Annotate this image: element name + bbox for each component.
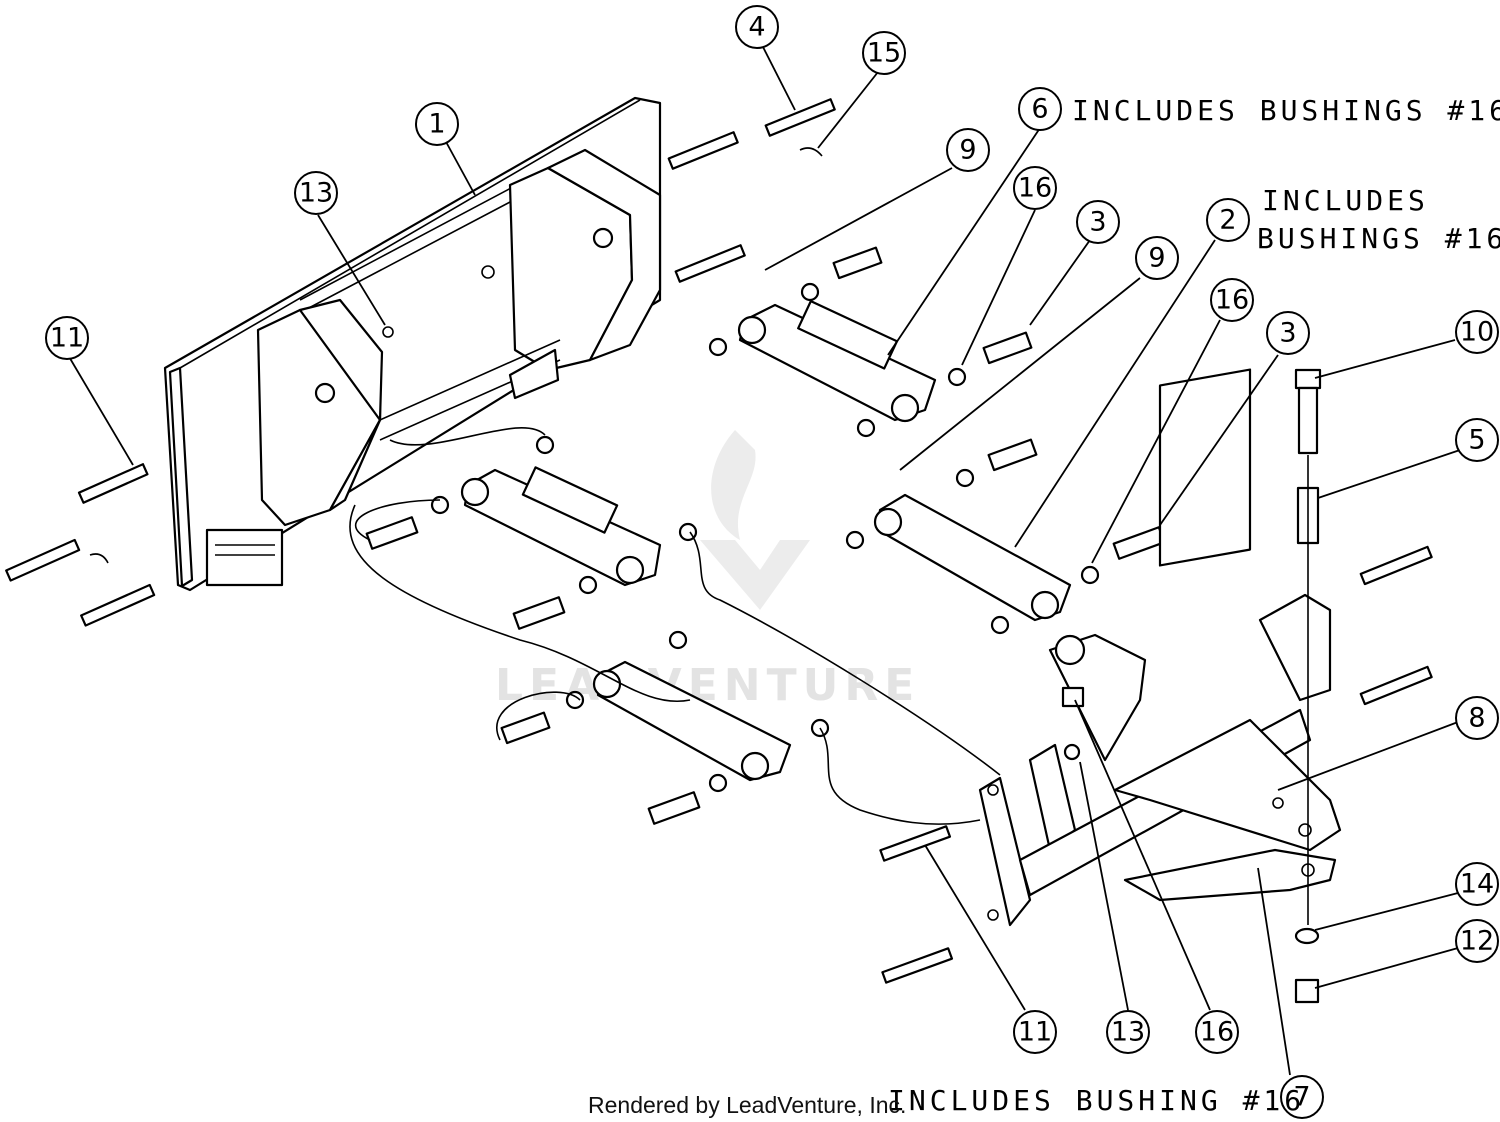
callout-10: 10 <box>1455 310 1499 354</box>
svg-text:6: 6 <box>1031 94 1048 125</box>
leader-lines <box>67 44 1461 1076</box>
hitch-carrier-part-7 <box>978 368 1342 927</box>
svg-text:12: 12 <box>1460 926 1494 957</box>
link-arm-part-2 <box>845 438 1166 635</box>
svg-text:16: 16 <box>1215 285 1249 316</box>
callout-11-left: 11 <box>45 316 89 360</box>
svg-text:8: 8 <box>1468 703 1485 734</box>
svg-text:16: 16 <box>1018 173 1052 204</box>
svg-text:11: 11 <box>1018 1017 1052 1048</box>
callout-6: 6 <box>1018 87 1062 131</box>
callout-15: 15 <box>862 31 906 75</box>
svg-text:2: 2 <box>1219 205 1236 236</box>
callout-9-lower: 9 <box>1135 236 1179 280</box>
svg-text:13: 13 <box>1111 1017 1145 1048</box>
link-arm-part-6 <box>708 246 1033 438</box>
callout-16-middle: 16 <box>1210 278 1254 322</box>
svg-text:9: 9 <box>959 135 976 166</box>
callout-12: 12 <box>1455 919 1499 963</box>
callout-2: 2 <box>1206 198 1250 242</box>
svg-text:15: 15 <box>867 38 901 69</box>
callout-11-bottom: 11 <box>1013 1010 1057 1054</box>
callout-7: 7 <box>1280 1075 1324 1119</box>
assembly-path-lines <box>349 427 1001 825</box>
pins-left <box>5 98 836 627</box>
svg-text:11: 11 <box>50 323 84 354</box>
carrier-hardware <box>879 368 1433 1004</box>
callout-3-lower: 3 <box>1266 311 1310 355</box>
render-credit: Rendered by LeadVenture, Inc. <box>588 1092 906 1118</box>
svg-text:4: 4 <box>748 12 765 43</box>
callout-16-upper: 16 <box>1013 166 1057 210</box>
svg-text:16: 16 <box>1200 1017 1234 1048</box>
callout-16-bottom: 16 <box>1195 1010 1239 1054</box>
callout-5: 5 <box>1455 418 1499 462</box>
svg-text:3: 3 <box>1089 207 1106 238</box>
watermark: LEADVENTURE <box>495 430 914 711</box>
main-frame-part-1 <box>163 96 662 592</box>
callout-3-upper: 3 <box>1076 200 1120 244</box>
note-part-2-line-2: BUSHINGS #16 <box>1257 222 1500 255</box>
callout-9-upper: 9 <box>946 128 990 172</box>
note-part-6: INCLUDES BUSHINGS #16 <box>1072 94 1500 127</box>
svg-text:3: 3 <box>1279 318 1296 349</box>
note-part-7: INCLUDES BUSHING #16 <box>888 1084 1305 1117</box>
callout-13-upper: 13 <box>294 171 338 215</box>
callout-4: 4 <box>735 5 779 49</box>
svg-text:14: 14 <box>1460 869 1494 900</box>
svg-text:5: 5 <box>1468 425 1485 456</box>
callout-1: 1 <box>415 102 459 146</box>
callout-13-bottom: 13 <box>1106 1010 1150 1054</box>
svg-text:9: 9 <box>1148 243 1165 274</box>
callout-14: 14 <box>1455 862 1499 906</box>
svg-text:1: 1 <box>428 109 445 140</box>
link-arm-middle-left <box>365 435 698 630</box>
note-part-2-line-1: INCLUDES <box>1262 184 1429 217</box>
callout-8: 8 <box>1455 696 1499 740</box>
svg-text:10: 10 <box>1460 317 1494 348</box>
svg-text:7: 7 <box>1293 1082 1310 1113</box>
svg-text:13: 13 <box>299 178 333 209</box>
